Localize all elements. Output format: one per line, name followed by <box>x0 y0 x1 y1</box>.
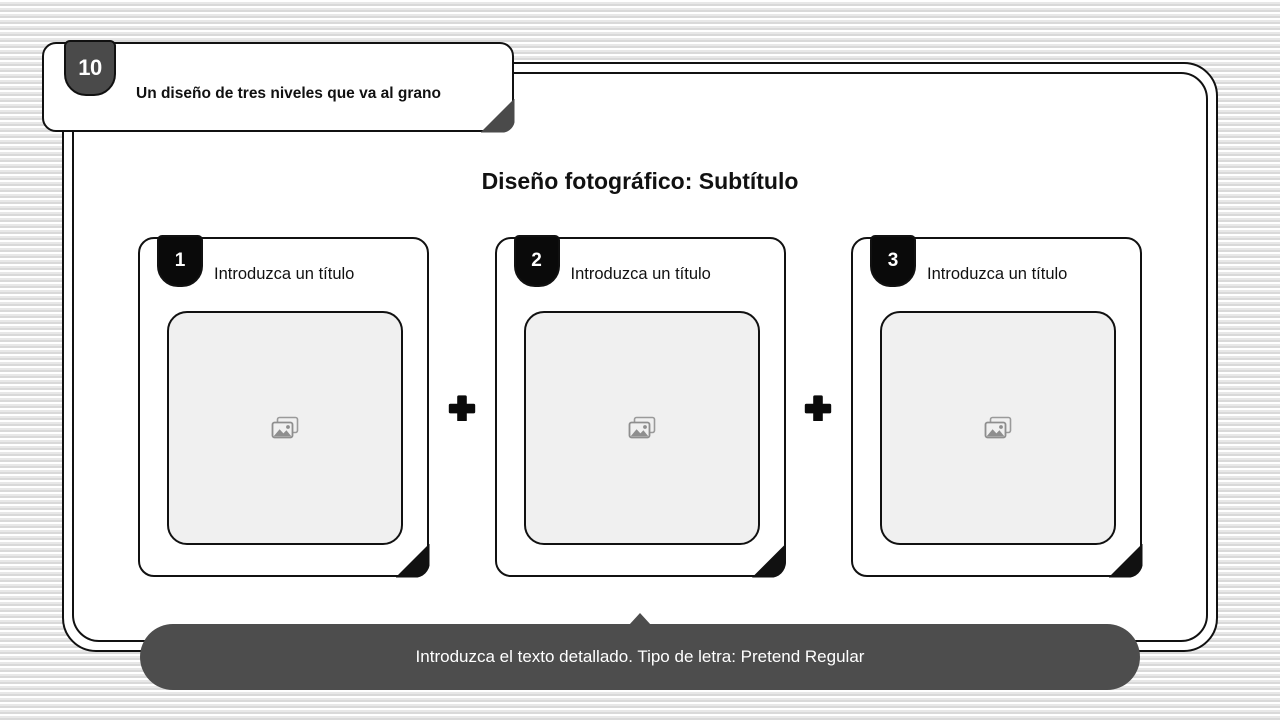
header-title: Un diseño de tres niveles que va al gran… <box>136 85 441 102</box>
image-placeholder-3[interactable] <box>880 311 1116 545</box>
plus-icon <box>804 393 832 421</box>
card-title-3[interactable]: Introduzca un título <box>927 265 1068 283</box>
plus-icon <box>448 393 476 421</box>
card-badge-2: 2 <box>513 235 560 287</box>
card-fold-3 <box>1109 544 1143 578</box>
header-fold <box>481 99 515 133</box>
card-badge-1: 1 <box>157 235 203 287</box>
image-placeholder-icon <box>984 416 1012 440</box>
image-placeholder-2[interactable] <box>523 311 760 545</box>
card-title-2[interactable]: Introduzca un título <box>570 265 711 283</box>
card-fold-1 <box>396 544 430 578</box>
page-title: Diseño fotográfico: Subtítulo <box>481 168 799 194</box>
card-title-1[interactable]: Introduzca un título <box>214 265 355 283</box>
card-fold-2 <box>752 544 786 578</box>
card-1[interactable]: 1 Introduzca un título <box>138 235 430 578</box>
connector-2 <box>802 237 834 577</box>
card-row: 1 Introduzca un título <box>138 235 1143 578</box>
caption-notch-icon <box>629 613 651 625</box>
card-3[interactable]: 3 Introduzca un título <box>851 235 1143 578</box>
header-ribbon: 10 Un diseño de tres niveles que va al g… <box>42 40 515 133</box>
caption-bar[interactable]: Introduzca el texto detallado. Tipo de l… <box>140 613 1140 690</box>
card-2[interactable]: 2 Introduzca un título <box>494 235 786 578</box>
image-placeholder-1[interactable] <box>167 311 403 545</box>
image-placeholder-icon <box>628 416 656 440</box>
card-badge-3: 3 <box>870 235 916 287</box>
caption-text: Introduzca el texto detallado. Tipo de l… <box>415 647 865 666</box>
connector-1 <box>446 237 478 577</box>
image-placeholder-icon <box>271 416 299 440</box>
header-badge-number: 10 <box>64 40 116 96</box>
